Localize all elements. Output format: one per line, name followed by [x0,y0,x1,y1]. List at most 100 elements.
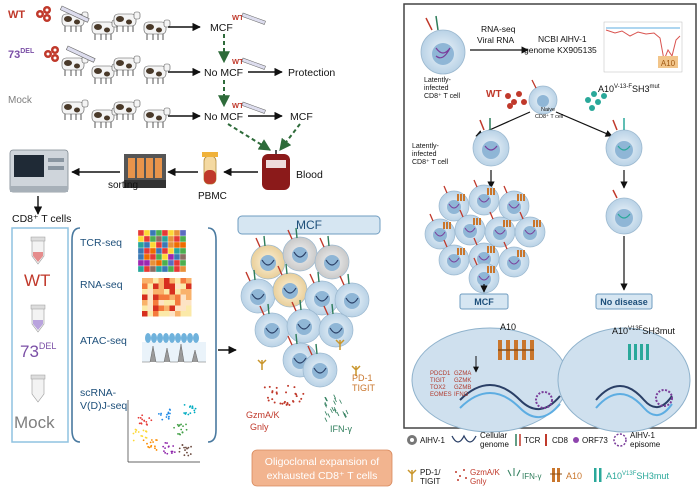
legend-tcr: TCR [524,436,541,445]
infected-cell [438,239,470,276]
legend-tigit: TIGIT [420,477,441,486]
rna-seq-heatmap [142,278,192,317]
naive-label-1: Naive [541,107,555,113]
assay-bracket-right [207,227,217,443]
tube-icon-wt [30,236,46,265]
sorting-label: sorting [108,180,138,191]
virus-icon-73del [44,46,59,62]
latent-cell-right-branch [605,118,643,167]
legend-alhv1: AlHV-1 [420,436,445,445]
infected-cell [498,241,530,278]
latent-cell-top [420,15,466,75]
legend-a10mut: A10V13FSH3mut [606,471,669,481]
syringe-icon-challenge-3 [241,101,266,114]
a10-mut-label: A10V-13-FSH3mut [598,84,660,94]
svg-text:GZMA: GZMA [454,371,471,377]
naive-label-2: CD8⁺ T cell [535,113,563,120]
legend-episome-1: AlHV-1 [630,431,655,440]
rnaseq-label: RNA-seq [481,24,516,34]
cow-icon [113,99,141,120]
syringe-icon-row2 [65,45,96,63]
legend-dna-icon [451,434,477,443]
cow-icon [113,11,141,32]
cattle-herds [61,11,171,128]
svg-text:GZMK: GZMK [454,378,471,384]
legend-a10mut-icon [594,468,602,482]
legend-tcr-icon [515,434,521,446]
cow-icon [143,63,171,84]
cd8-cell [282,227,318,272]
group-wt-label: WT [8,9,25,21]
cd8-cell [304,271,340,316]
marker-gnly: Gnly [250,422,269,432]
expanded-cell-cluster [424,179,546,294]
legend-pd1: PD-1/ [420,468,441,477]
naive-cell [528,79,558,115]
latent-label-2: infected [424,85,449,92]
legend-genome: genome [480,440,509,449]
latent2-label-1: Latently- [412,143,440,150]
infected-cell [424,213,456,250]
gene-list: PDCD1 GZMA TIGIT GZMK TOX2 GZMB EOMES IF… [430,371,471,398]
marker-pd1: PD-1 [352,373,373,383]
tcr-seq-heatmap [137,229,187,273]
group-wt: WT [8,6,51,22]
outcome-row1: MCF [210,22,233,34]
syringe-icon-challenge-1 [241,12,266,25]
group-73del-label: 73DEL [8,48,35,61]
outcome-row3-mcf: MCF [290,111,313,123]
legend-orf73: ORF73 [582,436,608,445]
infected-cell [438,185,470,222]
latent-label-1: Latently- [424,77,452,84]
tube-icon-mock [30,374,46,403]
single-cell-right [605,189,643,235]
oligoclonal-line1: Oligoclonal expansion of [265,456,379,468]
pbmc-tube-icon [202,152,218,185]
pd1-receptor-icon [257,359,267,370]
challenge-wt-1: WT [232,13,244,22]
right-mcf-label: MCF [474,297,494,307]
svg-text:IFNG: IFNG [454,392,469,398]
group-73del: 73DEL [8,46,59,62]
infected-cell [484,211,516,248]
latent-label-3: CD8⁺ T cell [424,93,461,100]
cd8-cell [302,343,338,388]
group-mock-label: Mock [8,95,33,106]
marker-ifn: IFN-γ [330,424,352,434]
oligoclonal-box [251,449,393,487]
legend-gnly: Gnly [470,477,486,486]
svg-text:PDCD1: PDCD1 [430,371,451,377]
assay-atac-seq: ATAC-seq [80,335,127,347]
arrow-to-right-branch [555,111,613,137]
nucleus-a10mut-label: A10V13FSH3mut [612,326,675,336]
blood-label: Blood [296,169,323,181]
cow-icon [113,55,141,76]
legend-episome-2: episome [630,440,661,449]
cow-icon [61,99,89,120]
latent2-label-2: infected [412,151,437,158]
ncbi-label-2: genome KX905135 [524,45,597,55]
infected-cell [454,209,486,246]
pd1-receptor-icon [335,339,345,350]
legend-a10-icon [550,468,562,482]
dashed-arrows [218,34,301,151]
challenge-wt-2: WT [232,57,244,66]
syringe-icon-row1 [59,5,90,23]
svg-text:TOX2: TOX2 [430,385,446,391]
tsne-scatter [127,400,200,463]
virus-icon-wt [36,6,51,22]
svg-text:EOMES: EOMES [430,392,452,398]
large-nucleus-left [411,327,569,433]
right-wt-label: WT [486,89,502,100]
tube-label-73del: 73DEL [20,341,56,361]
legend-a10: A10 [566,471,582,481]
legend-ifn-icon [507,468,521,477]
legend: AlHV-1 Cellular genome TCR CD8 ORF73 AlH… [407,431,669,486]
outcome-row3-nomcf: No MCF [204,111,243,123]
virus-icon-right-wt [505,91,527,109]
legend-gzm-icon [455,469,467,481]
cow-icon [61,55,89,76]
pd1-receptor-icon [351,365,361,376]
legend-orf73-icon [573,437,579,443]
legend-gzm: GzmA/K [470,468,500,477]
